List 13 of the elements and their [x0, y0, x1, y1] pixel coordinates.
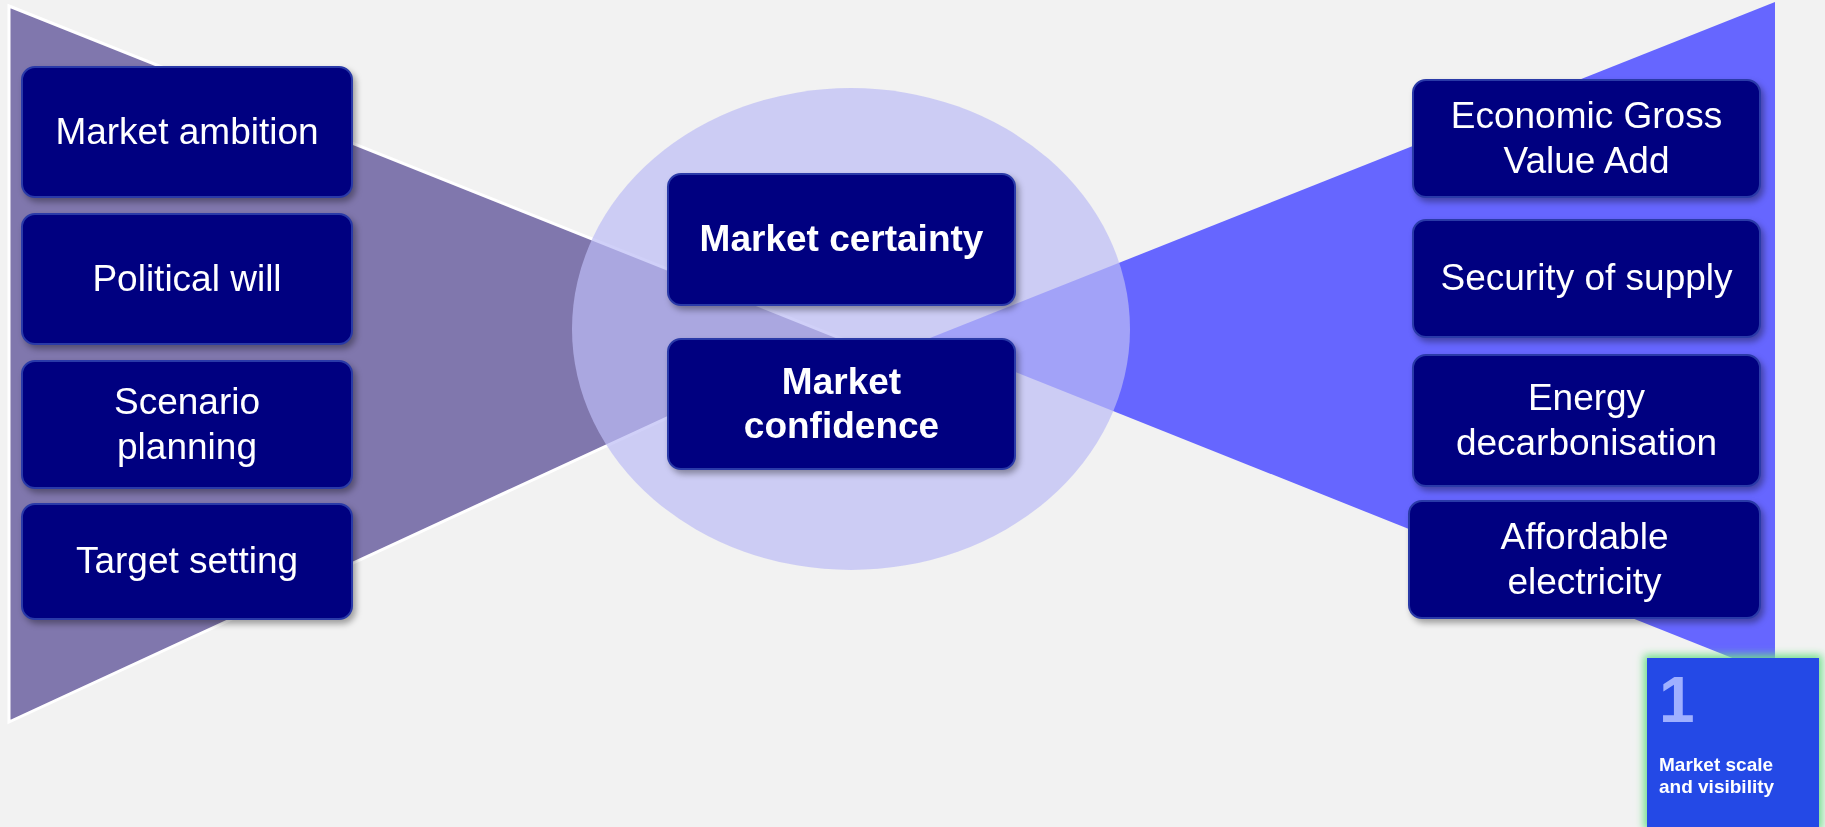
factor-box: Market certainty: [667, 173, 1016, 306]
factor-box: Target setting: [21, 503, 353, 620]
factor-box: Market confidence: [667, 338, 1016, 470]
factor-box: Scenario planning: [21, 360, 353, 489]
factor-box: Affordable electricity: [1408, 500, 1761, 619]
factor-box: Political will: [21, 213, 353, 345]
factor-box: Security of supply: [1412, 219, 1761, 338]
factor-box: Energy decarbonisation: [1412, 354, 1761, 487]
section-number: 1: [1659, 668, 1696, 732]
factor-box: Market ambition: [21, 66, 353, 198]
section-badge: [1647, 658, 1819, 827]
factor-box: Economic Gross Value Add: [1412, 79, 1761, 198]
section-title: Market scale and visibility: [1659, 754, 1776, 798]
